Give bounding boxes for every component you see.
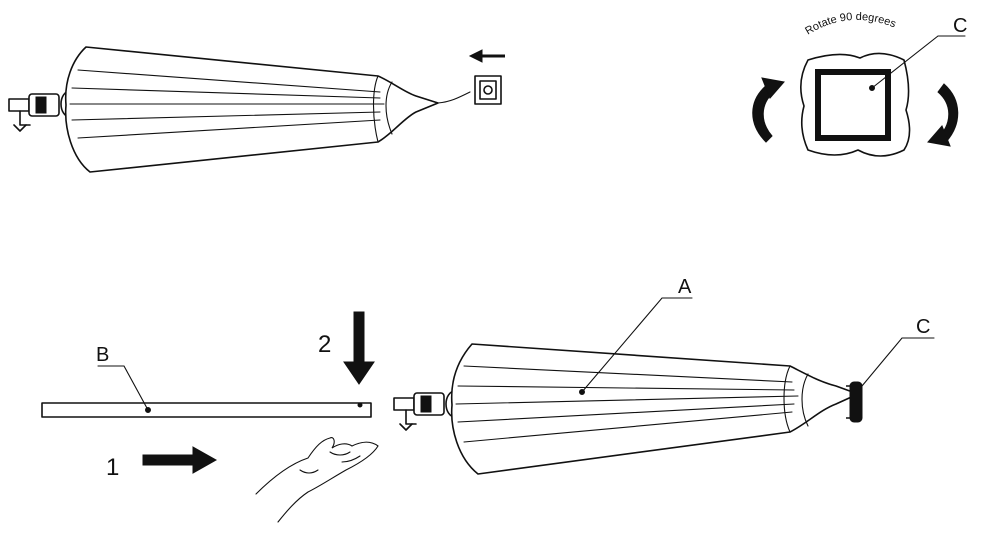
umbrella-closed-top	[8, 46, 505, 173]
square-socket-c	[815, 69, 891, 141]
label-step-1: 1	[106, 454, 119, 481]
rod-b: B	[41, 344, 372, 418]
cap-c-attached	[846, 381, 863, 423]
rotate-right-arrow	[927, 83, 959, 147]
label-c-top: C	[953, 15, 967, 37]
top-cap-part	[474, 75, 502, 105]
label-a: A	[678, 276, 692, 298]
label-b: B	[96, 344, 109, 366]
arrow-step-1: 1	[106, 446, 218, 481]
cap-outer-shape	[800, 52, 911, 157]
arrow-step-2: 2	[318, 311, 375, 385]
left-direction-arrow	[468, 49, 505, 63]
rotate-instruction-label: Rotate 90 degrees	[803, 11, 898, 38]
rotate-left-arrow	[752, 77, 785, 143]
hand-illustration	[255, 437, 379, 523]
label-c-bottom: C	[916, 316, 930, 338]
rotate-detail: Rotate 90 degrees C	[752, 11, 967, 157]
label-step-2: 2	[318, 331, 331, 358]
umbrella-closed-bottom: A C	[393, 276, 935, 475]
